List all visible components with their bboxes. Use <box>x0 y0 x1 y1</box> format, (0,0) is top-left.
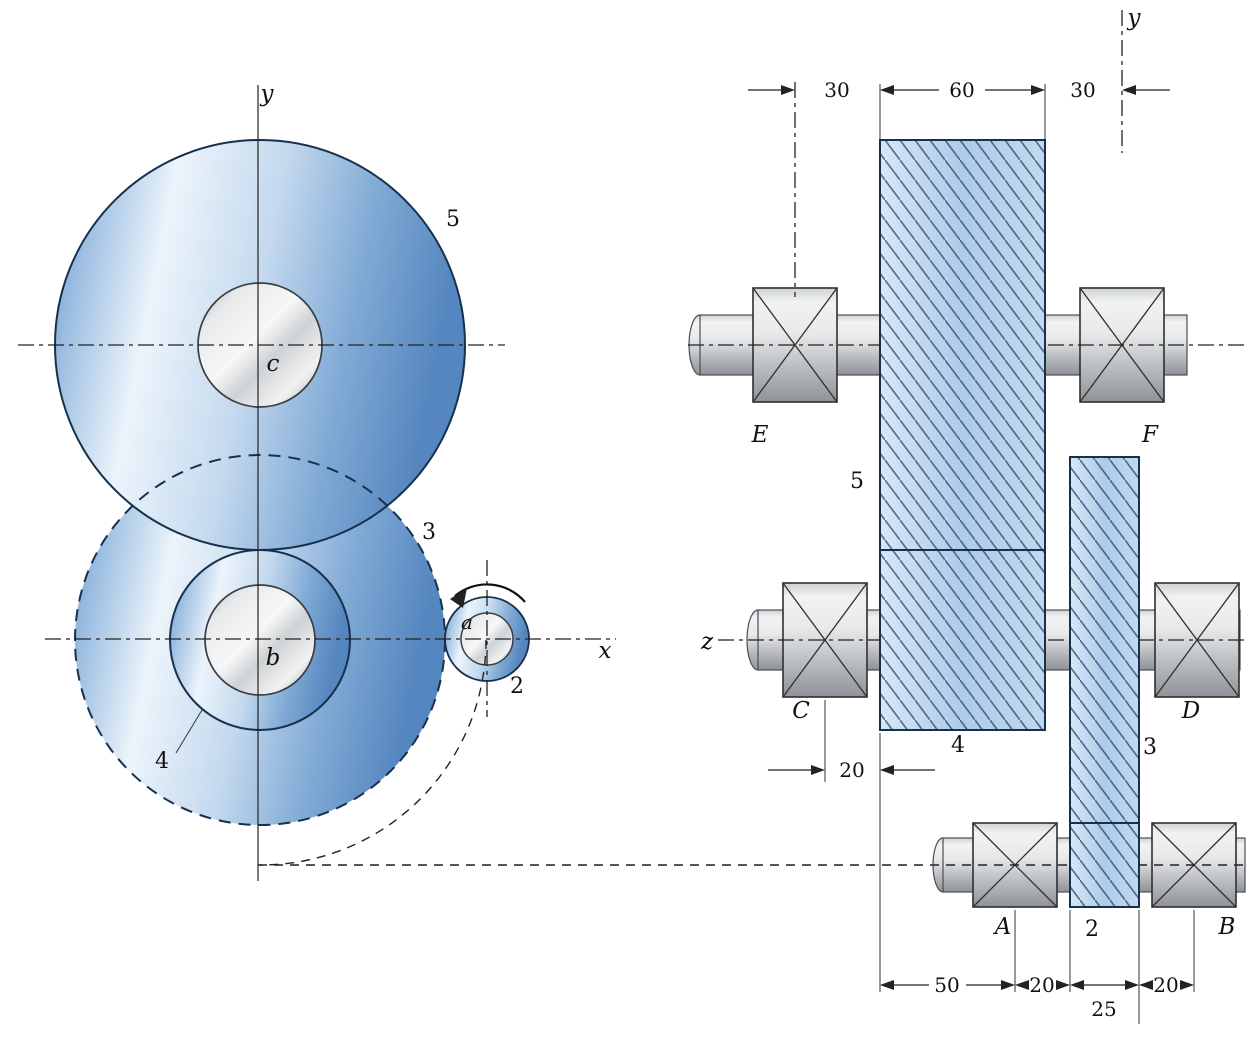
dim-bot-20a: 20 <box>1029 973 1054 997</box>
label-bearing-b: B <box>1218 914 1236 940</box>
dim-bottom-chain: 50 20 25 20 <box>880 973 1194 1021</box>
dim-top-30-right: 30 <box>1070 78 1095 102</box>
label-bearing-d: D <box>1181 698 1200 724</box>
dim-bot-25: 25 <box>1091 997 1116 1021</box>
shaft-a-rotation-trace-arc <box>259 639 487 866</box>
label-gear-4-front: 4 <box>155 749 169 774</box>
label-bearing-f: F <box>1141 422 1159 448</box>
label-center-c: c <box>267 351 280 377</box>
label-bearing-a: A <box>993 914 1012 940</box>
dim-top-60: 60 <box>949 78 974 102</box>
label-gear-3-side: 3 <box>1143 735 1157 760</box>
label-gear-5-front: 5 <box>446 207 460 232</box>
label-x-axis-front: x <box>599 638 612 664</box>
dim-top-chain: 30 60 30 <box>748 78 1170 102</box>
gear-5-side <box>879 139 1046 551</box>
dim-top-30-left: 30 <box>824 78 849 102</box>
label-y-axis-front: y <box>260 81 275 107</box>
bearing-c <box>782 582 868 698</box>
bearing-d <box>1154 582 1240 698</box>
dim-bot-20b: 20 <box>1153 973 1178 997</box>
gear-4-side <box>879 549 1046 731</box>
label-gear-2-side: 2 <box>1085 917 1099 942</box>
dim-bot-50: 50 <box>934 973 959 997</box>
gear-2-side <box>1069 822 1140 908</box>
label-bearing-c: C <box>792 698 810 724</box>
label-z-axis: z <box>700 629 714 655</box>
gear-4-hub <box>204 584 316 696</box>
gear-4-leader <box>175 709 203 754</box>
gear-3-side <box>1069 456 1140 826</box>
bearing-e <box>752 287 838 403</box>
dim-mid-20: 20 <box>768 758 935 782</box>
side-view: 30 60 30 20 50 20 <box>258 5 1248 1024</box>
label-y-axis-side: y <box>1127 5 1142 31</box>
rotation-arrow <box>450 583 526 608</box>
label-gear-2-front: 2 <box>510 674 524 699</box>
label-gear-5-side: 5 <box>850 469 864 494</box>
label-gear-3-front: 3 <box>422 520 436 545</box>
label-gear-4-side: 4 <box>951 733 965 758</box>
label-center-a: a <box>461 610 473 634</box>
label-bearing-e: E <box>751 422 769 448</box>
front-view: y 5 c 3 b a 2 4 x <box>18 81 616 881</box>
dim-mid-20-text: 20 <box>839 758 864 782</box>
label-center-b: b <box>266 645 281 671</box>
